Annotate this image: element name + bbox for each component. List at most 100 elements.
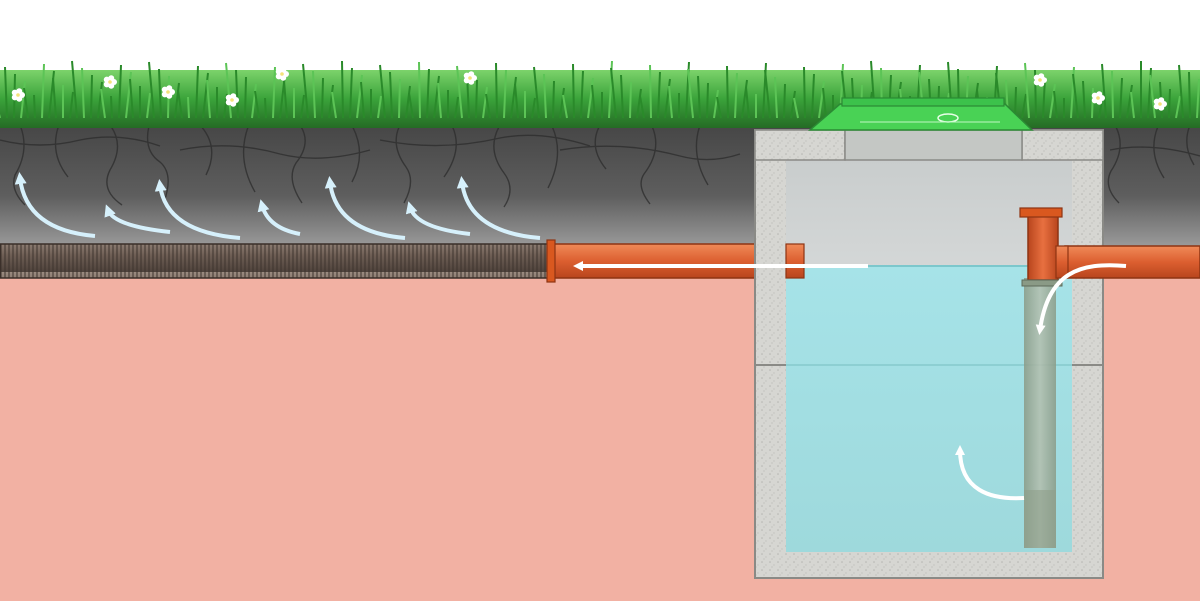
grass-blade <box>734 72 738 119</box>
inlet-pipe <box>1064 245 1200 279</box>
grass-blade <box>697 75 701 119</box>
grass-blade <box>591 84 596 119</box>
seepage-arrow <box>257 199 301 236</box>
grass-blade <box>418 61 421 119</box>
seepage-arrow <box>405 201 471 236</box>
flower <box>1091 91 1105 105</box>
grass-blade <box>174 82 180 119</box>
grass-blade <box>668 85 673 119</box>
grass-blade <box>69 91 74 119</box>
grass-blade <box>71 60 78 119</box>
grass-blade <box>206 79 211 119</box>
grass-blade <box>552 80 555 119</box>
seepage-arrow <box>324 176 406 240</box>
grass-blade <box>1119 77 1123 119</box>
grass-blade <box>1149 74 1156 119</box>
flower <box>275 67 289 81</box>
grass-blade <box>4 66 8 119</box>
grass-blade <box>264 97 267 119</box>
grass-blade <box>629 81 632 119</box>
grass-blade <box>803 66 806 119</box>
grass-blade <box>97 81 103 119</box>
grass-blade <box>818 80 825 119</box>
grass-blade <box>52 77 57 119</box>
grass-blade <box>716 96 722 119</box>
grass-blade <box>475 79 478 119</box>
grass-blade <box>774 76 778 119</box>
green-lid <box>807 97 1034 131</box>
grass-blade <box>312 70 316 119</box>
grass-blade <box>100 88 106 119</box>
grass-blade <box>533 66 540 119</box>
grass-blade <box>657 71 661 119</box>
grass-blade <box>110 95 113 119</box>
grass-blade <box>664 78 671 119</box>
grass-blade <box>762 62 767 119</box>
grass-blade <box>587 77 594 119</box>
sky-background <box>0 0 1200 70</box>
grass-blade <box>1101 63 1107 119</box>
grass-blade <box>81 67 85 119</box>
grass-blade <box>125 71 132 119</box>
flower <box>463 71 477 85</box>
grass-blade <box>300 94 305 119</box>
flower <box>1033 73 1047 87</box>
grass-blade <box>636 88 642 119</box>
grass-blade <box>356 74 363 119</box>
grass-blade <box>23 87 29 119</box>
grass-blade <box>321 77 324 119</box>
grass-blade <box>608 60 613 119</box>
grass-blade <box>1196 78 1200 119</box>
perforated-drain-pipe <box>0 243 551 279</box>
grass-blade <box>398 78 401 119</box>
grass-blade <box>244 76 247 119</box>
grass-blade <box>1049 83 1056 119</box>
grass-blade <box>510 76 517 119</box>
grass-blade <box>1072 73 1079 119</box>
flow-arrows <box>573 261 1127 501</box>
grass-blade <box>706 82 709 119</box>
grass-blade <box>783 83 786 119</box>
grass-blade <box>1082 80 1086 119</box>
seepage-arrow <box>154 179 241 240</box>
grass-blade <box>20 80 26 119</box>
rising-flow-arrow <box>955 445 1025 501</box>
seepage-arrow <box>14 172 96 238</box>
grass-blade <box>790 90 796 119</box>
grass-blade <box>503 69 507 119</box>
grass-blade <box>254 90 260 119</box>
flower <box>11 88 25 102</box>
grass-blade <box>202 72 209 119</box>
flower <box>1153 97 1167 111</box>
flower <box>161 85 175 99</box>
grass-blade <box>272 66 276 119</box>
grass-blade <box>129 78 134 119</box>
grass-blade <box>1188 71 1191 119</box>
grass-blade <box>1034 69 1037 119</box>
grass-blade <box>405 85 411 119</box>
grass-blade <box>302 63 309 119</box>
grass-blade <box>685 61 690 119</box>
grass-blade <box>1021 93 1027 119</box>
grass-blade <box>764 69 771 119</box>
grass-blade <box>251 83 257 119</box>
grass-blade <box>649 64 652 119</box>
flower <box>103 75 117 89</box>
grass-blade <box>146 92 151 119</box>
grass-blade <box>482 86 488 119</box>
grass-blade <box>235 69 239 119</box>
grass-blade <box>158 68 162 119</box>
grass-blade <box>433 75 440 119</box>
grass-blade <box>1147 67 1152 119</box>
grass-blade <box>726 65 729 119</box>
grass-blade <box>543 73 547 119</box>
grass-blade <box>331 91 337 119</box>
grass-blade <box>687 68 694 119</box>
grass-blade <box>580 70 584 119</box>
grass-blade <box>639 95 645 119</box>
grass-blade <box>195 65 199 119</box>
grass-blade <box>1168 88 1171 119</box>
grass-blade <box>341 60 344 119</box>
